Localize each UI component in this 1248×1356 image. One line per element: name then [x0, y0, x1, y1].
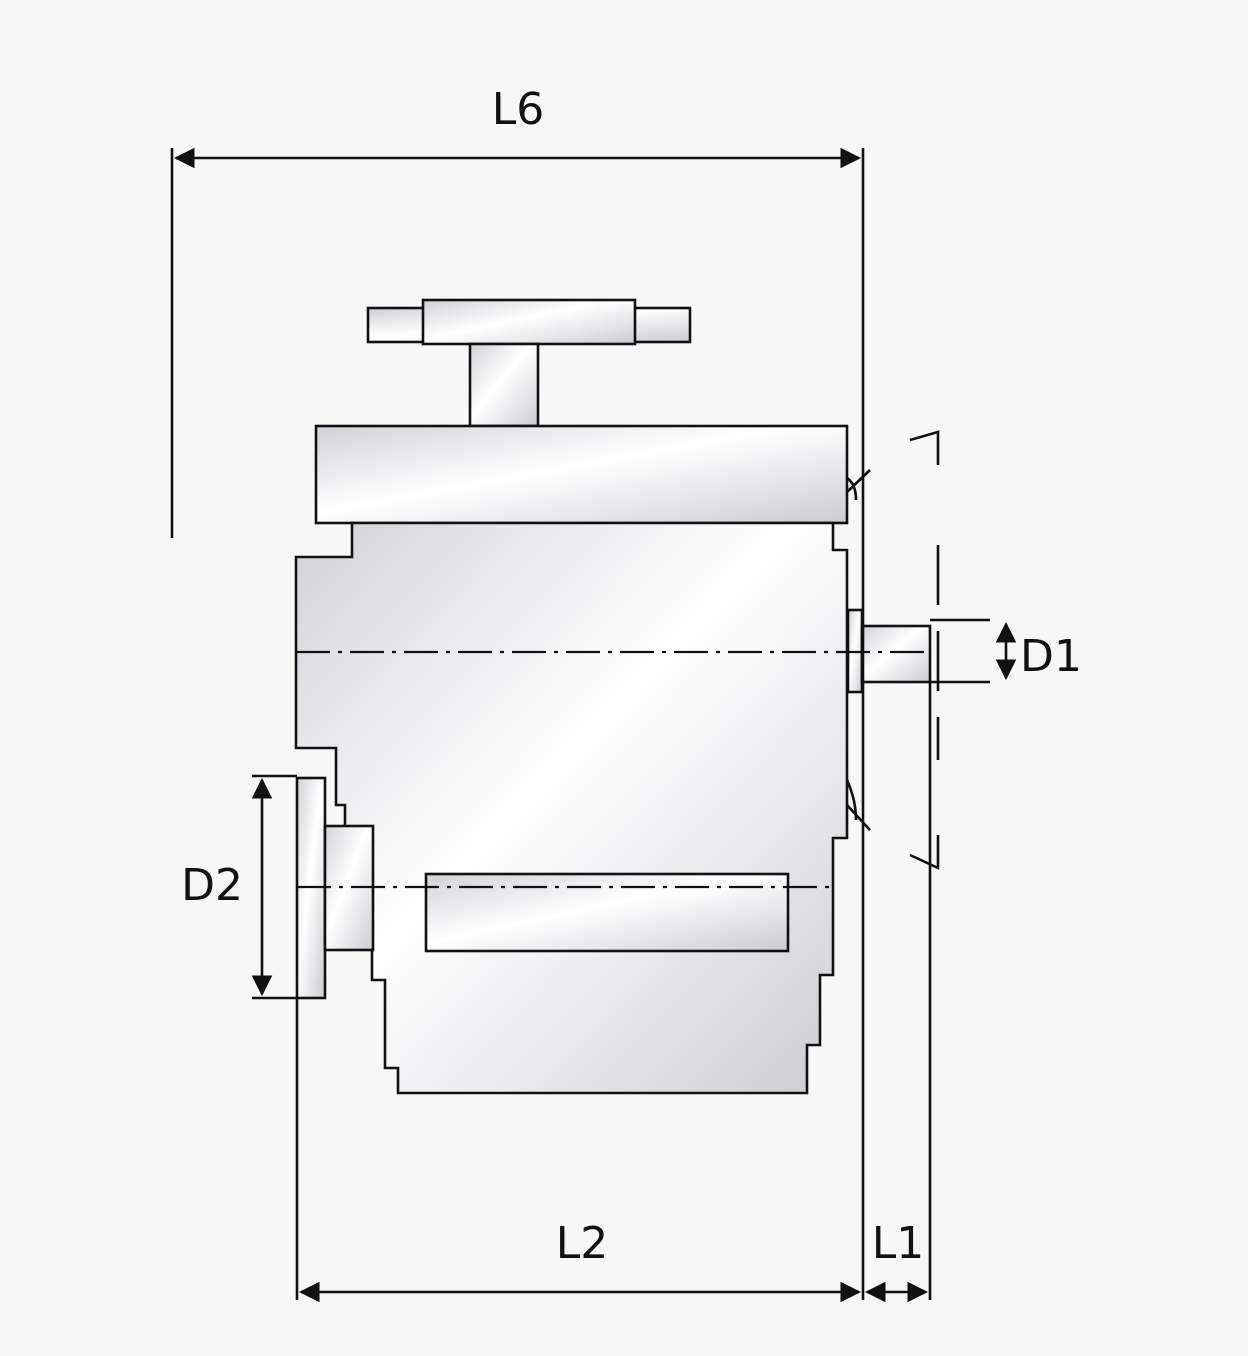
top-cover-plate: [314, 424, 849, 525]
internal-slot: [424, 872, 790, 953]
cover-curve: [846, 476, 858, 501]
handwheel: [366, 298, 692, 428]
label-l6: L6: [492, 84, 545, 135]
handwheel-stem: [468, 342, 540, 428]
handwheel-hub: [421, 298, 637, 346]
label-l1: L1: [872, 1218, 925, 1269]
hidden-outline-top: [909, 430, 940, 465]
housing-curve: [845, 779, 858, 821]
label-l2: L2: [556, 1218, 609, 1269]
label-d1: D1: [1020, 631, 1082, 682]
label-d2: D2: [181, 860, 243, 911]
break-mark-top: [846, 469, 871, 493]
gearbox-housing: [294, 521, 849, 1095]
break-mark-bottom: [846, 804, 871, 831]
output-shaft: [860, 624, 932, 684]
hidden-outline-bottom: [909, 835, 940, 871]
